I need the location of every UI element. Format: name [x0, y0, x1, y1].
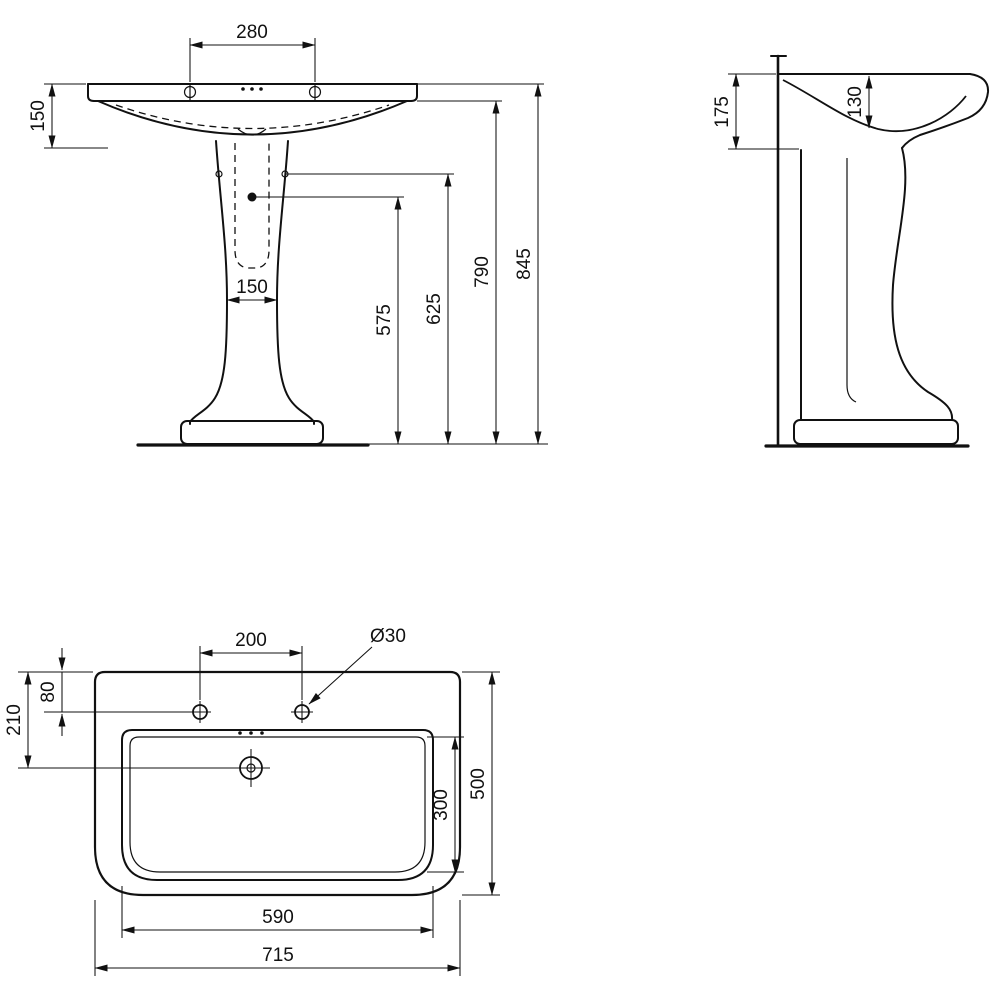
- basin-right-corner: [410, 83, 418, 102]
- dim-hole-diameter: Ø30: [308, 626, 406, 705]
- dim-label-175: 175: [712, 96, 733, 128]
- dim-label-210: 210: [4, 704, 25, 736]
- dim-label-575: 575: [374, 304, 395, 336]
- overflow-dot-3: [259, 87, 263, 91]
- dim-500: 500: [462, 671, 500, 896]
- dim-200: 200: [199, 630, 303, 700]
- dim-150-pedestal: 150: [226, 277, 278, 304]
- dim-175: 175: [712, 73, 799, 150]
- bowl-edge-outline: [129, 736, 426, 873]
- dim-280: 280: [189, 22, 316, 82]
- dim-label-625: 625: [424, 293, 445, 325]
- overflow-dots-top: [238, 731, 264, 735]
- basin-belly-curve: [97, 100, 408, 136]
- dim-845: 845: [417, 83, 544, 445]
- dim-label-790: 790: [472, 256, 493, 288]
- basin-left-corner: [87, 83, 95, 102]
- dim-label-150-pedestal: 150: [236, 277, 268, 298]
- pedestal-left-edge: [189, 140, 228, 425]
- dim-575: 575: [252, 196, 404, 445]
- dim-label-280: 280: [236, 22, 268, 43]
- pedestal-front-outline: [180, 140, 324, 445]
- side-view: 175 130: [712, 54, 990, 448]
- dim-210: 210: [4, 671, 238, 769]
- dim-label-715: 715: [262, 945, 294, 966]
- dim-label-80: 80: [38, 681, 59, 702]
- pedestal-base-plinth: [180, 420, 324, 445]
- pedestal-side-outline: [793, 147, 959, 445]
- overflow-detail: [237, 128, 267, 136]
- overflow-dot-2: [250, 87, 254, 91]
- center-hole-crosshair: [232, 749, 270, 787]
- bowl-hidden-edge: [115, 104, 390, 130]
- dim-label-300: 300: [431, 789, 452, 821]
- pedestal-side-front-curve: [891, 147, 954, 421]
- tap-hole-top-right-cross: [291, 701, 313, 723]
- dim-label-200: 200: [235, 630, 267, 651]
- center-hole-top: [232, 749, 270, 787]
- dim-590: 590: [121, 886, 434, 938]
- dim-label-500: 500: [468, 768, 489, 800]
- front-view: 280 150 150 575 625: [28, 22, 548, 447]
- dim-label-130: 130: [845, 86, 866, 118]
- dim-130: 130: [845, 75, 873, 129]
- fixing-hole-left: [215, 170, 223, 178]
- dim-625: 625: [285, 173, 454, 445]
- dim-150-basin: 150: [28, 83, 108, 149]
- pedestal-hidden-cavity: [234, 143, 270, 269]
- dim-label-150-basin: 150: [28, 100, 49, 132]
- dim-790: 790: [417, 100, 502, 445]
- overflow-dot-1: [241, 87, 245, 91]
- dim-label-d30: Ø30: [370, 626, 406, 647]
- basin-front-outline: [87, 83, 418, 136]
- top-view: 200 Ø30 80 210 300: [4, 626, 500, 976]
- pedestal-side-inner-line: [846, 158, 857, 403]
- dim-label-590: 590: [262, 907, 294, 928]
- basin-top-outer-outline: [93, 670, 462, 897]
- tap-hole-top-left-cross: [189, 701, 211, 723]
- tap-holes-top: [189, 701, 313, 723]
- dim-300: 300: [427, 736, 464, 873]
- dim-80: 80: [18, 648, 191, 736]
- basin-rim-inner-outline: [121, 729, 434, 881]
- basin-side-front-rim: [901, 73, 990, 149]
- dim-715: 715: [94, 900, 461, 976]
- pedestal-right-edge: [276, 140, 315, 425]
- bowl-side-inner: [782, 79, 967, 133]
- basin-side-outline: [778, 73, 990, 149]
- dim-label-845: 845: [514, 248, 535, 280]
- pedestal-side-base: [793, 419, 959, 445]
